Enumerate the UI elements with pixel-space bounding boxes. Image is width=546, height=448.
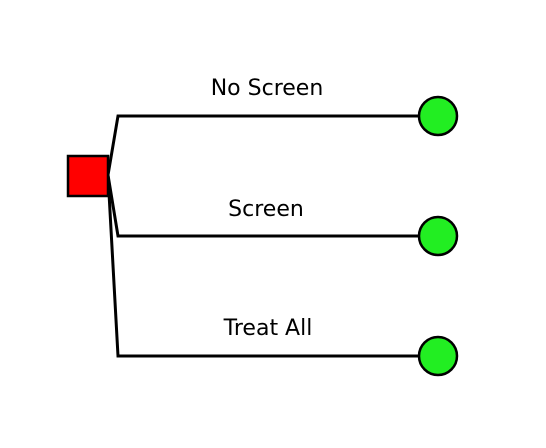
branch-label-treat-all: Treat All [223,316,313,341]
chance-node-no-screen[interactable] [417,95,459,137]
branch-label-no-screen: No Screen [211,76,324,101]
branch-edge-treat-all [106,174,418,358]
chance-node-treat-all[interactable] [417,335,459,377]
branch-label-screen: Screen [228,197,304,222]
branch-edge-screen [106,174,418,238]
decision-node-square[interactable] [66,154,110,198]
chance-node-screen[interactable] [417,215,459,257]
branch-edge-no-screen [106,114,418,176]
